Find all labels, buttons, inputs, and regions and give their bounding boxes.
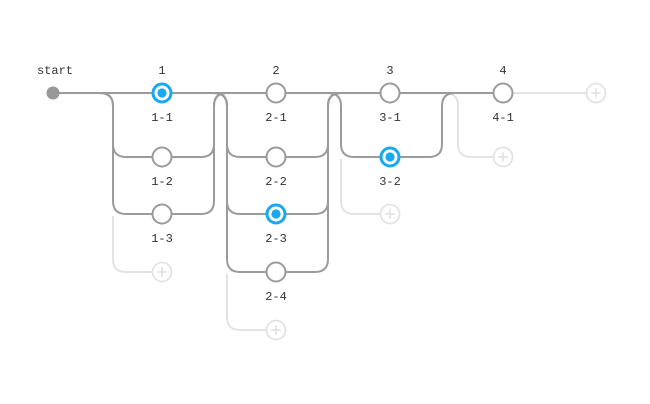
- plus-icon: [498, 152, 508, 162]
- node-label-4-1: 4-1: [492, 111, 514, 125]
- add-connector-line: [444, 92, 494, 158]
- plus-icon: [591, 88, 601, 98]
- column-label-4: 4: [499, 64, 506, 78]
- node-label-2-4: 2-4: [265, 290, 287, 304]
- node-label-1-1: 1-1: [151, 111, 173, 125]
- node-label-2-3: 2-3: [265, 232, 287, 246]
- plus-icon: [385, 209, 395, 219]
- node-label-1-3: 1-3: [151, 232, 173, 246]
- node-4-1[interactable]: [492, 82, 514, 104]
- start-node: [46, 86, 60, 100]
- plus-icon: [271, 325, 281, 335]
- node-1-3[interactable]: [151, 203, 173, 225]
- node-label-3-2: 3-2: [379, 175, 401, 189]
- node-label-1-2: 1-2: [151, 175, 173, 189]
- add-connector-line: [226, 274, 267, 331]
- node-2-1[interactable]: [265, 82, 287, 104]
- node-label-2-2: 2-2: [265, 175, 287, 189]
- column-label-2: 2: [272, 64, 279, 78]
- start-label: start: [37, 64, 73, 78]
- node-3-1[interactable]: [379, 82, 401, 104]
- node-label-3-1: 3-1: [379, 111, 401, 125]
- node-2-4[interactable]: [265, 261, 287, 283]
- column-label-1: 1: [158, 64, 165, 78]
- node-2-3-dot: [271, 209, 281, 219]
- column-label-3: 3: [386, 64, 393, 78]
- plus-icon: [157, 267, 167, 277]
- node-1-1-dot: [157, 88, 167, 98]
- node-label-2-1: 2-1: [265, 111, 287, 125]
- add-connector-line: [340, 159, 381, 215]
- node-2-2[interactable]: [265, 146, 287, 168]
- node-3-2-dot: [385, 152, 395, 162]
- node-1-2[interactable]: [151, 146, 173, 168]
- add-connector-line: [112, 216, 153, 273]
